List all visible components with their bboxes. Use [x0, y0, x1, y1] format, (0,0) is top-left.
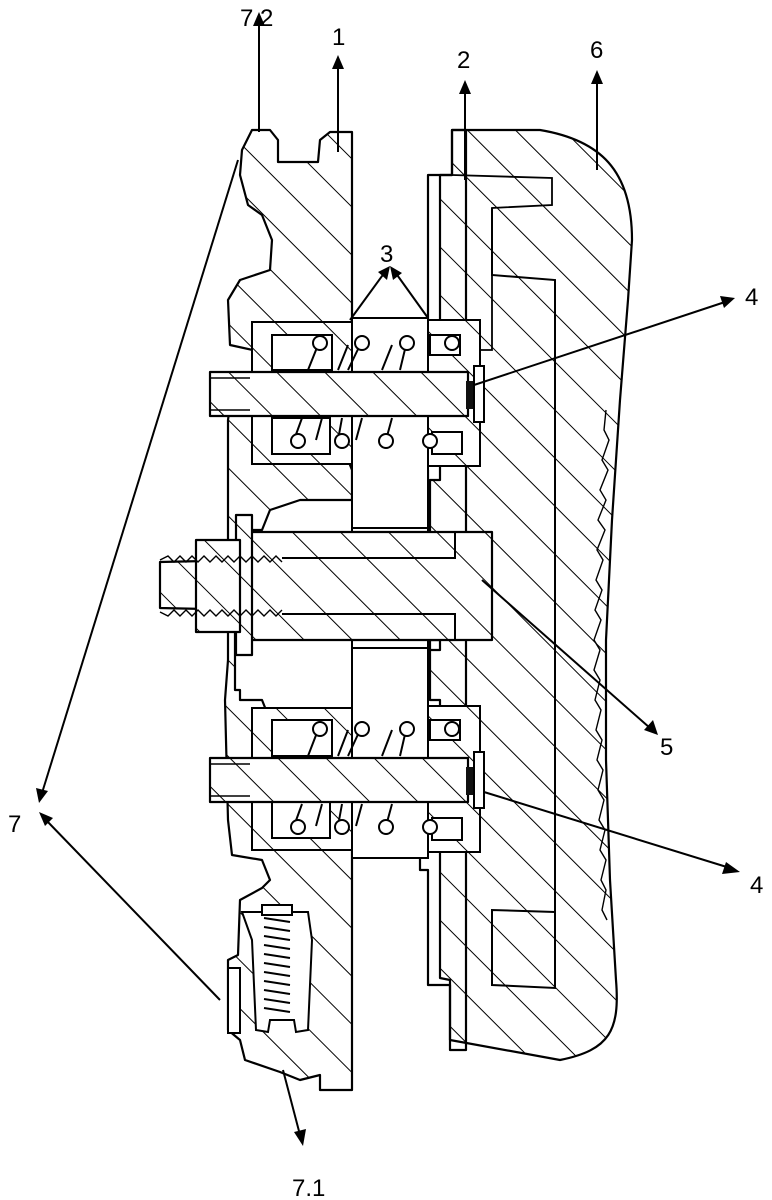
label-5: 5	[660, 734, 673, 761]
leader-lines	[36, 12, 740, 1146]
lower-spring-coils-part-3	[290, 721, 460, 835]
label-7-1: 7.1	[292, 1175, 325, 1200]
reference-labels: 7.2 1 2 6 3 4 5 4 7 7.1	[8, 5, 763, 1200]
detent-coil-spring	[263, 917, 291, 1013]
label-7: 7	[8, 811, 21, 838]
upper-assembly	[208, 317, 485, 529]
upper-seal-part-4	[466, 381, 474, 409]
lower-shaft	[208, 756, 470, 804]
detent-spring-pocket	[227, 904, 314, 1034]
label-6: 6	[590, 37, 603, 64]
upper-spring-coils-part-3	[290, 335, 460, 449]
label-4-lower: 4	[750, 872, 763, 899]
label-2: 2	[457, 47, 470, 74]
label-4-upper: 4	[745, 284, 758, 311]
label-7-2: 7.2	[240, 5, 273, 32]
label-3: 3	[380, 241, 393, 268]
lower-assembly	[208, 647, 485, 859]
lower-seal-part-4	[466, 767, 474, 795]
central-bolt-part-5	[158, 513, 494, 657]
label-1: 1	[332, 24, 345, 51]
